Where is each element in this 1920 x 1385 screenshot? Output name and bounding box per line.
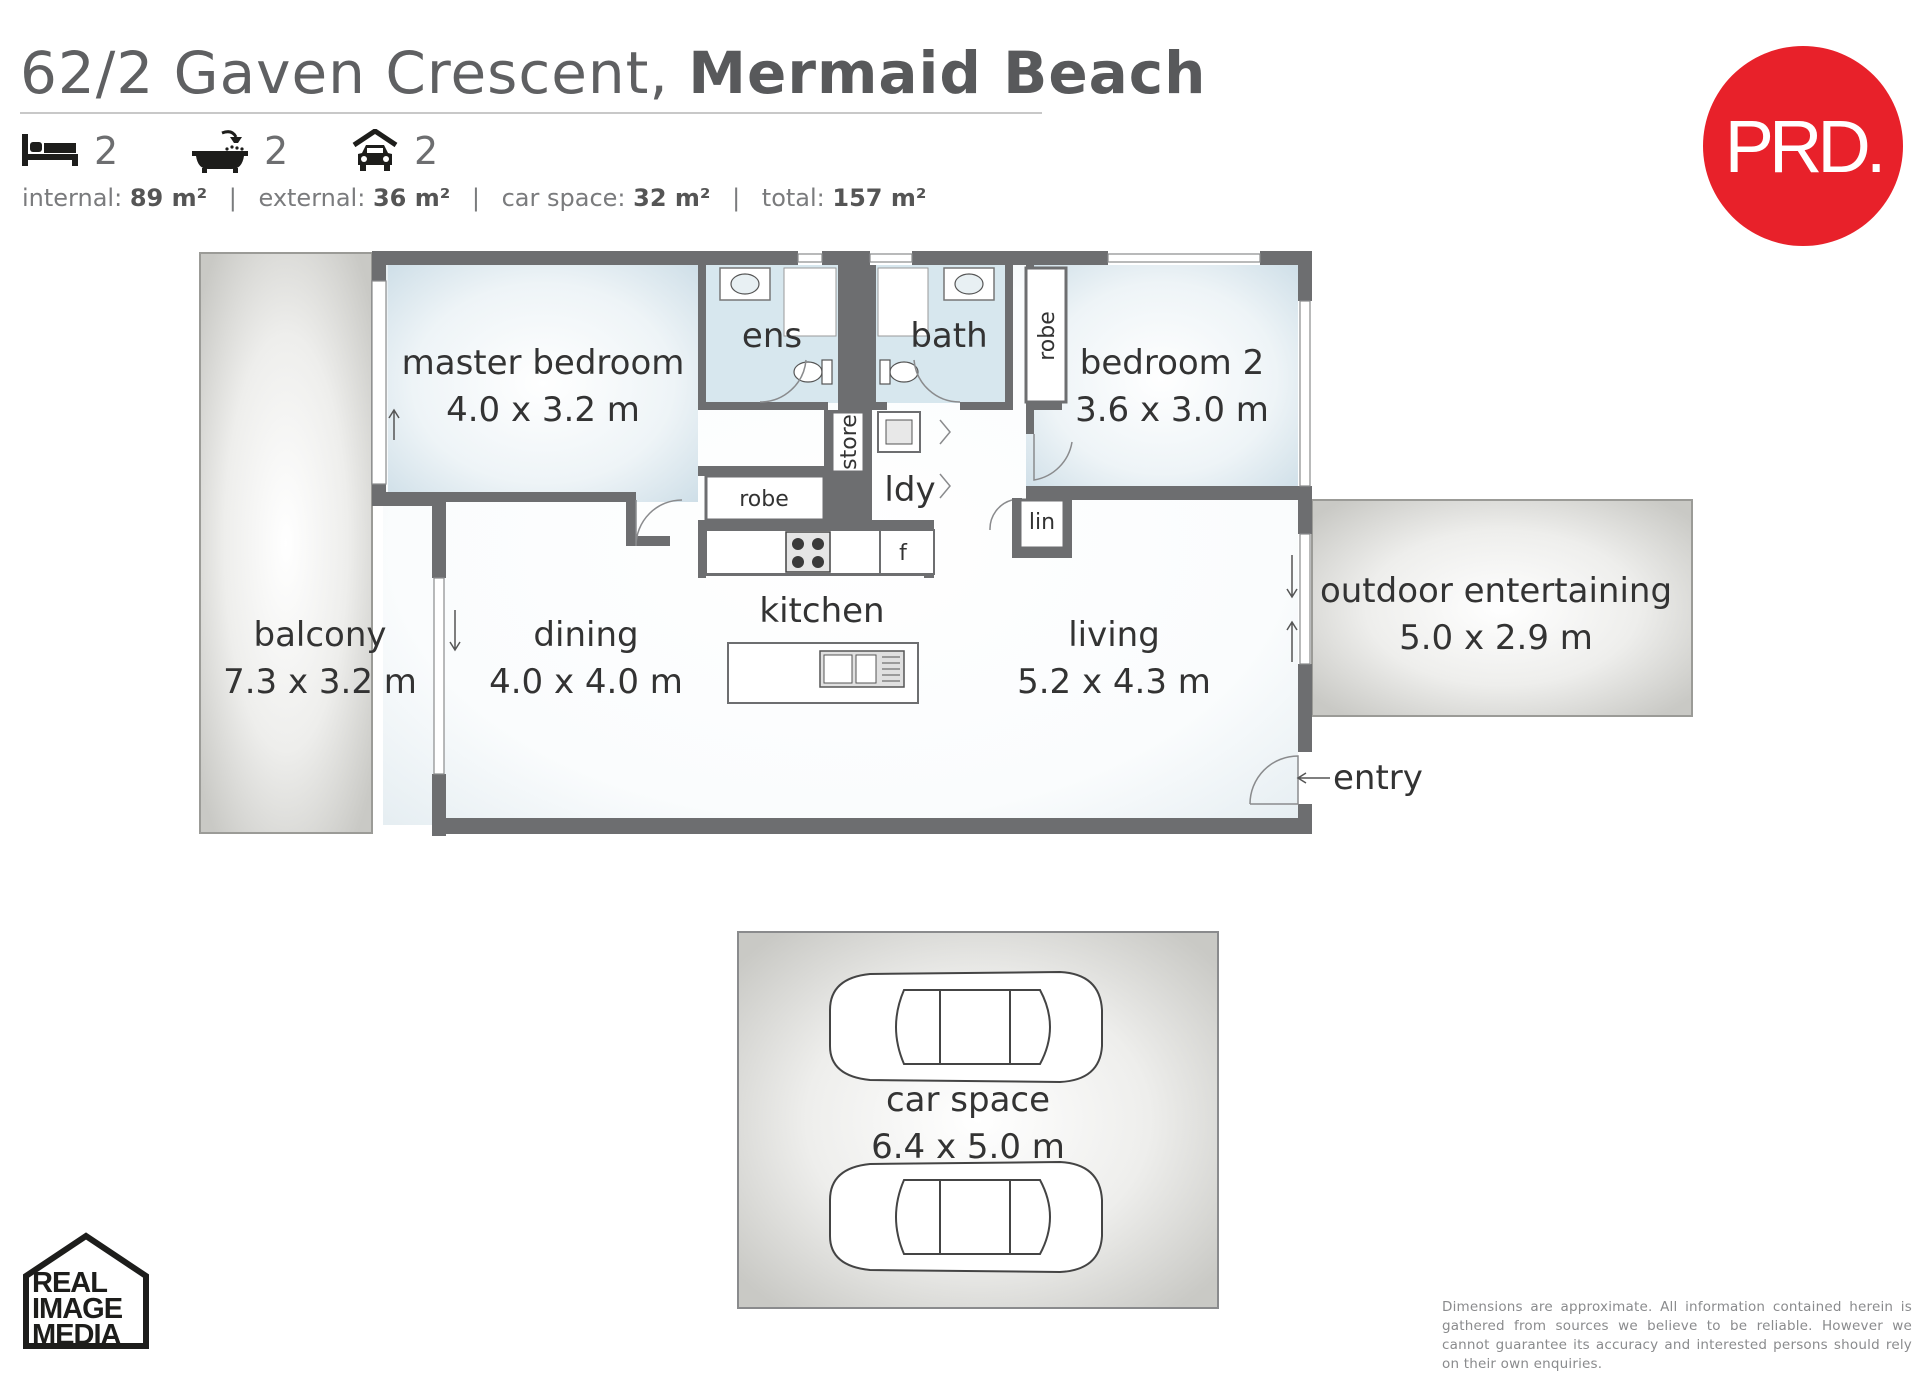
bathrooms-count: 2 [264,129,289,173]
linen-label: lin [1029,510,1055,535]
bath-icon [192,130,248,173]
prd-logo-text: PRD. [1724,104,1887,188]
car-outline-bottom [829,1160,1103,1274]
store-cupboard [830,410,866,474]
area-summary: internal: 89 m² | external: 36 m² | car … [22,184,926,212]
logo-word-2: IMAGE [32,1293,123,1325]
car-spaces-count: 2 [414,129,439,173]
car-spaces-feature: 2 [352,126,438,176]
kitchen-label: kitchen [759,591,884,631]
bathroom-shower [877,267,929,337]
car-space-label: car space [886,1080,1050,1120]
entry-label: entry [1333,758,1423,798]
balcony-dimensions: 7.3 x 3.2 m [223,662,417,702]
bedrooms-feature: 2 [22,126,118,176]
internal-label: internal: [22,184,123,212]
balcony-label: balcony [253,615,386,655]
sliding-door-arrows [388,408,1330,784]
living-label: living [1068,615,1160,655]
outdoor-entertaining-area [1311,499,1693,717]
bedrooms-count: 2 [94,129,119,173]
doors [635,359,1299,805]
master-bedroom-label: master bedroom [402,343,685,383]
logo-word-1: REAL [32,1267,107,1299]
master-robe [704,474,826,522]
external-label: external: [258,184,366,212]
car-space-dimensions: 6.4 x 5.0 m [871,1127,1065,1167]
bed-icon [22,134,78,166]
disclaimer-text: Dimensions are approximate. All informat… [1442,1299,1912,1372]
fridge-label: f [899,541,908,566]
total-value: 157 m² [832,184,927,212]
bathroom-fixtures [879,267,995,385]
real-image-media-logo: REAL IMAGE MEDIA [22,1232,150,1351]
laundry-label: ldy [884,470,935,510]
bedroom-2-label: bedroom 2 [1080,343,1264,383]
car-outline-top [829,970,1103,1084]
master-bedroom-floor [388,265,698,502]
house-outline-icon: REAL IMAGE MEDIA [23,1232,149,1351]
bedroom-2-floor [1026,265,1298,492]
dining-label: dining [533,615,638,655]
total-label: total: [761,184,825,212]
separator: | [471,184,480,212]
windows [371,253,1311,775]
bedroom-2-robe [1024,266,1068,404]
title-divider [20,112,1042,114]
bedroom-2-dimensions: 3.6 x 3.0 m [1075,390,1269,430]
store-label: store [837,414,862,470]
property-title: 62/2 Gaven Crescent, Mermaid Beach [20,38,1206,108]
separator: | [732,184,741,212]
robe-vertical-label: robe [1035,311,1060,361]
prd-logo: PRD. [1703,46,1903,246]
linen-cupboard [1018,498,1066,550]
robe-label: robe [739,487,789,512]
ensuite-label: ens [742,316,802,356]
internal-value: 89 m² [129,184,208,212]
address-text: 62/2 Gaven Crescent, [20,39,669,107]
outdoor-entertaining-label: outdoor entertaining [1320,571,1672,611]
car-space-label: car space: [501,184,626,212]
balcony-area [199,252,373,834]
outdoor-entertaining-dimensions: 5.0 x 2.9 m [1399,618,1593,658]
living-dimensions: 5.2 x 4.3 m [1017,662,1211,702]
bathrooms-feature: 2 [192,126,288,176]
logo-word-3: MEDIA [32,1319,122,1350]
ensuite-shower [783,267,837,337]
separator: | [228,184,237,212]
bathroom-label: bath [910,316,987,356]
garage-icon [352,129,398,171]
external-value: 36 m² [372,184,451,212]
cooktop [785,531,831,573]
dining-dimensions: 4.0 x 4.0 m [489,662,683,702]
car-space-value: 32 m² [633,184,711,212]
suburb-text: Mermaid Beach [688,39,1207,107]
master-bedroom-dimensions: 4.0 x 3.2 m [446,390,640,430]
